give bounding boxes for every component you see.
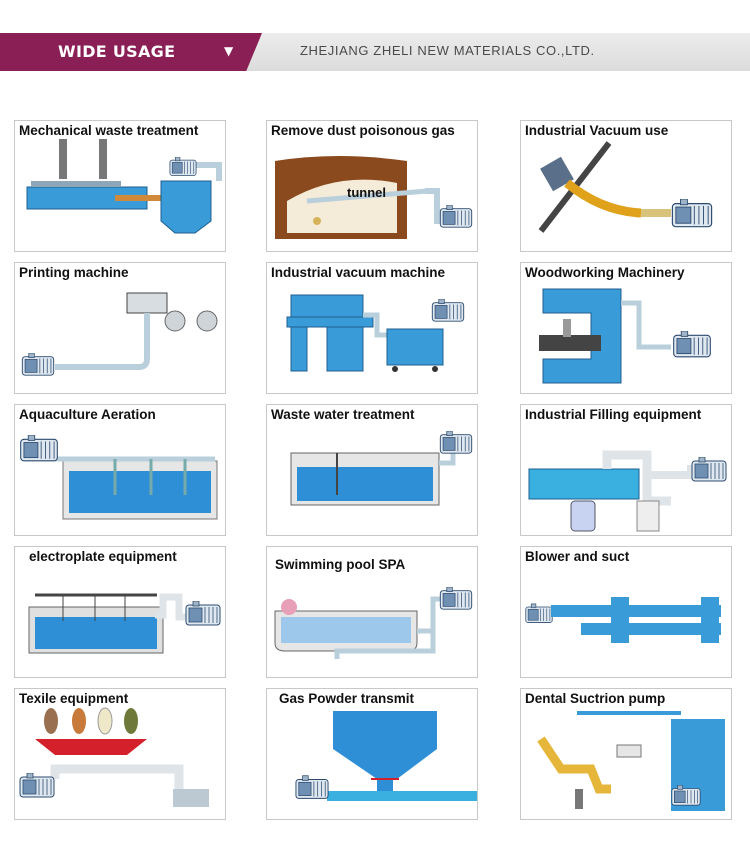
banner-title-ribbon — [0, 33, 262, 71]
company-name: ZHEJIANG ZHELI NEW MATERIALS CO.,LTD. — [300, 43, 595, 58]
tunnel-label: tunnel — [347, 185, 386, 200]
panel-remove-dust-poisonous-gas: Remove dust poisonous gas tunnel — [266, 120, 478, 252]
panel-printing-machine: Printing machine — [14, 262, 226, 394]
panel-title: Industrial Filling equipment — [525, 407, 702, 422]
panel-title: Texile equipment — [19, 691, 129, 706]
panel-title: electroplate equipment — [29, 549, 177, 564]
header-banner: WIDE USAGE ▼ ZHEJIANG ZHELI NEW MATERIAL… — [0, 33, 750, 71]
panel-woodworking-machinery: Woodworking Machinery — [520, 262, 732, 394]
dental-pump-illustration — [537, 711, 725, 811]
blower-suction-illustration — [525, 597, 721, 643]
textile-illustration — [19, 707, 209, 807]
panel-industrial-vacuum-machine: Industrial vacuum machine — [266, 262, 478, 394]
panel-blower-and-suct: Blower and suct — [520, 546, 732, 678]
panel-title: Swimming pool SPA — [275, 557, 406, 572]
waste-water-illustration — [290, 431, 473, 506]
panel-mechanical-waste-treatment: Mechanical waste treatment — [14, 120, 226, 252]
panel-title: Remove dust poisonous gas — [271, 123, 455, 138]
panel-aquaculture-aeration: Aquaculture Aeration — [14, 404, 226, 536]
electroplate-illustration — [28, 593, 221, 654]
panel-dental-suctrion-pump: Dental Suctrion pump — [520, 688, 732, 820]
tunnel-dust-illustration: tunnel — [275, 156, 473, 239]
mechanical-waste-illustration — [26, 139, 222, 234]
printing-machine-illustration — [21, 292, 218, 376]
panel-title: Waste water treatment — [271, 407, 415, 422]
swimming-pool-illustration — [274, 587, 473, 659]
panel-title: Industrial vacuum machine — [271, 265, 446, 280]
panel-waste-water-treatment: Waste water treatment — [266, 404, 478, 536]
aquaculture-illustration — [20, 435, 218, 520]
panel-industrial-vacuum-use: Industrial Vacuum use — [520, 120, 732, 252]
panel-swimming-pool-spa: Swimming pool SPA — [266, 546, 478, 678]
dropdown-arrow-icon: ▼ — [224, 44, 234, 58]
vacuum-machine-illustration — [286, 294, 465, 372]
panel-title: Aquaculture Aeration — [19, 407, 156, 422]
panel-gas-powder-transmit: Gas Powder transmit — [266, 688, 478, 820]
industrial-vacuum-illustration — [538, 141, 713, 233]
panel-title: Industrial Vacuum use — [525, 123, 669, 138]
panel-title: Mechanical waste treatment — [19, 123, 199, 138]
gas-powder-illustration — [295, 711, 477, 801]
section-title: WIDE USAGE — [58, 42, 176, 61]
panel-title: Printing machine — [19, 265, 129, 280]
panel-electroplate-equipment: electroplate equipment — [14, 546, 226, 678]
panel-industrial-filling-equipment: Industrial Filling equipment — [520, 404, 732, 536]
filling-equipment-illustration — [528, 450, 727, 532]
woodworking-illustration — [539, 288, 711, 384]
panel-title: Gas Powder transmit — [279, 691, 415, 706]
panel-title: Blower and suct — [525, 549, 630, 564]
panel-title: Woodworking Machinery — [525, 265, 685, 280]
panel-texile-equipment: Texile equipment — [14, 688, 226, 820]
panel-title: Dental Suctrion pump — [525, 691, 666, 706]
